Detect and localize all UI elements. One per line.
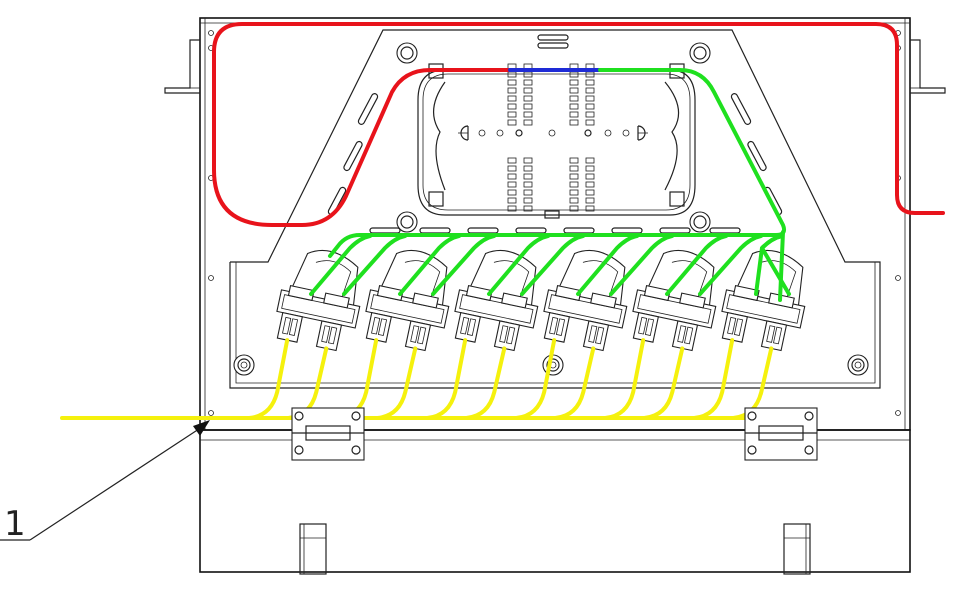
- green-fiber-branch: [520, 234, 585, 296]
- comb-block: [569, 157, 579, 212]
- green-fiber-branch: [342, 234, 407, 296]
- yellow-fiber-drop: [425, 338, 468, 420]
- green-fiber-branch: [760, 234, 791, 296]
- green-fiber-branch: [309, 234, 372, 296]
- green-fiber-branch: [487, 234, 550, 296]
- green-fiber-branches: [309, 230, 791, 302]
- top-slot: [537, 34, 569, 49]
- green-fiber-branch: [609, 234, 674, 296]
- yellow-fiber-drop: [553, 346, 596, 420]
- green-fiber-branch: [576, 234, 639, 296]
- yellow-fiber-drop: [375, 346, 418, 420]
- green-fiber-branch: [431, 234, 496, 296]
- comb-block: [585, 157, 595, 212]
- yellow-fiber-drop: [247, 338, 290, 420]
- yellow-fiber-drop: [514, 338, 557, 420]
- comb-block: [523, 157, 533, 212]
- cable-retaining-slots: [327, 93, 783, 216]
- latch-right: [783, 523, 811, 575]
- latch-left: [299, 523, 327, 575]
- comb-block: [585, 63, 595, 126]
- comb-block: [507, 157, 517, 212]
- splice-tray: [417, 63, 696, 219]
- yellow-fiber-drop: [692, 338, 735, 420]
- adapter-module: [721, 250, 806, 352]
- splice-holder-combs: [507, 63, 595, 212]
- callout-1: 1: [0, 420, 210, 544]
- yellow-fibers: [60, 338, 774, 420]
- green-fiber-branch: [665, 234, 728, 296]
- hinge-left: [291, 407, 365, 461]
- yellow-fiber-drop: [603, 338, 646, 420]
- adapter-module: [276, 250, 361, 352]
- yellow-fiber-drop: [642, 346, 685, 420]
- callout-label: 1: [4, 504, 26, 544]
- comb-block: [569, 63, 579, 126]
- hinge-right: [744, 407, 818, 461]
- horizontal-slot-row: [369, 227, 741, 234]
- comb-block: [523, 63, 533, 126]
- green-fiber-branch: [698, 234, 763, 296]
- green-fiber-branch: [778, 230, 785, 302]
- adapter-module: [454, 250, 539, 352]
- comb-block: [507, 63, 517, 126]
- yellow-fiber-drop: [336, 338, 379, 420]
- green-fiber-branch: [398, 234, 461, 296]
- splice-tray-panel: [229, 29, 881, 389]
- right-mounting-ear: [910, 39, 946, 94]
- yellow-fiber-drop: [464, 346, 507, 420]
- red-fiber: [212, 22, 945, 227]
- left-mounting-ear: [164, 39, 200, 94]
